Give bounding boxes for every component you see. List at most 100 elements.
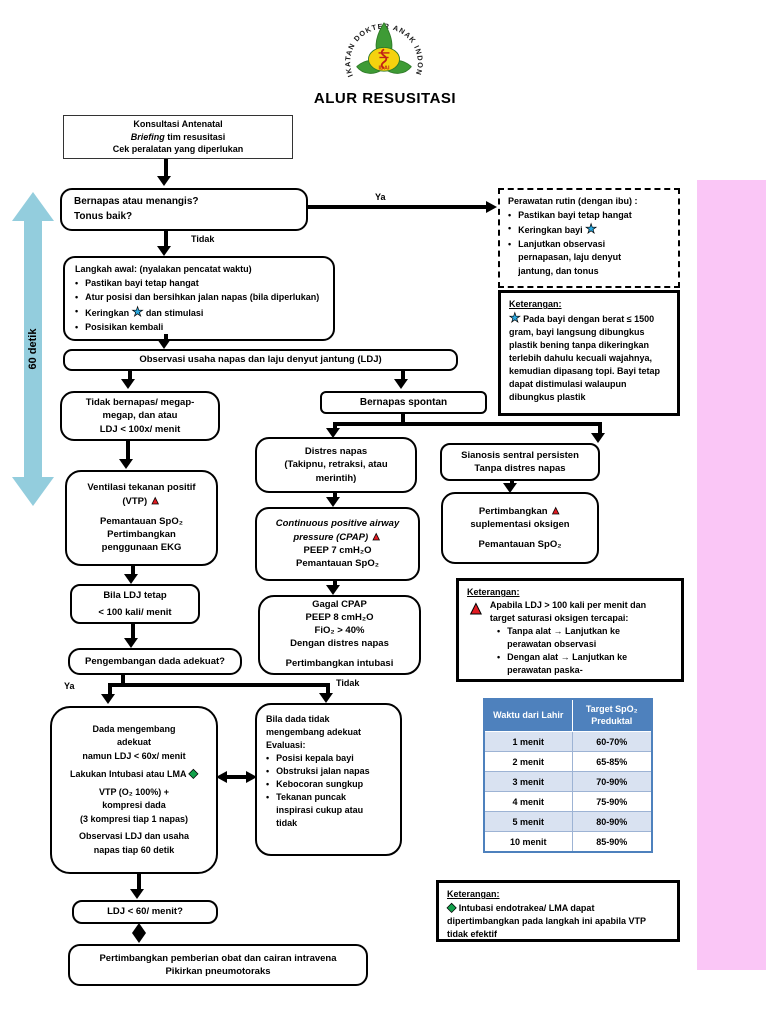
arrowhead xyxy=(157,246,171,256)
connector xyxy=(137,874,141,891)
arrowhead xyxy=(101,694,115,704)
arrowhead xyxy=(326,428,340,438)
box-vtp: Ventilasi tekanan positif (VTP) ▲ Pemant… xyxy=(65,470,218,566)
star-icon: ★ xyxy=(131,303,144,319)
connector xyxy=(225,775,249,779)
triangle-icon: ▲ xyxy=(149,494,161,507)
arrowhead xyxy=(246,771,257,783)
box-ldj-60: LDJ < 60/ menit? xyxy=(72,900,218,924)
svg-text:IDAI: IDAI xyxy=(379,65,390,71)
connector xyxy=(128,371,132,381)
box-konsultasi-antenatal: Konsultasi Antenatal Briefing tim resusi… xyxy=(63,115,293,159)
arrowhead xyxy=(132,933,146,943)
legend-triangle: Keterangan: ▲Apabila LDJ > 100 kali per … xyxy=(456,578,684,682)
legend-diamond: Keterangan: ◆ Intubasi endotrakea/ LMA d… xyxy=(436,880,680,942)
connector xyxy=(126,441,130,460)
arrowhead xyxy=(157,176,171,186)
label-tidak: Tidak xyxy=(336,678,360,688)
bullet-icon: • xyxy=(75,277,79,288)
box-pengembangan-dada: Pengembangan dada adekuat? xyxy=(68,648,242,675)
arrowhead xyxy=(326,497,340,507)
box-observasi: Observasi usaha napas dan laju denyut ja… xyxy=(63,349,458,371)
bullet-icon: • xyxy=(75,291,79,302)
box-sianosis: Sianosis sentral persisten Tanpa distres… xyxy=(440,443,600,481)
arrowhead xyxy=(119,459,133,469)
triangle-icon: ▲ xyxy=(467,598,486,619)
arrow-up-icon xyxy=(12,192,54,221)
box-bernapas-menangis: Bernapas atau menangis? Tonus baik? xyxy=(60,188,308,231)
star-icon: ★ xyxy=(509,310,521,326)
box-tidak-bernapas: Tidak bernapas/ megap- megap, dan atau L… xyxy=(60,391,220,441)
arrowhead xyxy=(591,433,605,443)
connector xyxy=(164,334,168,340)
bullet-icon: • xyxy=(497,652,501,663)
spo2-target-table: Waktu dari Lahir Target SpO₂ Preduktal 1… xyxy=(483,698,653,854)
box-dada-tidak-mengembang: Bila dada tidak mengembang adekuat Evalu… xyxy=(255,703,402,856)
arrowhead xyxy=(394,379,408,389)
arrowhead xyxy=(121,379,135,389)
box-distres-napas: Distres napas (Takipnu, retraksi, atau m… xyxy=(255,437,417,493)
box-bernapas-spontan: Bernapas spontan xyxy=(320,391,487,414)
bullet-icon: • xyxy=(266,766,270,777)
connector xyxy=(131,624,135,640)
bullet-icon: • xyxy=(266,792,270,803)
arrowhead xyxy=(130,889,144,899)
connector xyxy=(326,685,330,694)
arrowhead xyxy=(157,339,171,349)
box-bila-ldj: Bila LDJ tetap < 100 kali/ menit xyxy=(70,584,200,624)
connector xyxy=(333,424,337,429)
connector xyxy=(121,675,125,685)
diamond-icon: ◆ xyxy=(188,766,198,781)
triangle-icon: ▲ xyxy=(550,504,562,517)
connector xyxy=(333,493,337,498)
box-obat-cairan: Pertimbangkan pemberian obat dan cairan … xyxy=(68,944,368,986)
bullet-icon: • xyxy=(508,223,512,233)
table-header-row: Waktu dari Lahir Target SpO₂ Preduktal xyxy=(483,698,653,733)
triangle-icon: ▲ xyxy=(370,530,382,543)
bullet-icon: • xyxy=(75,305,79,316)
bullet-icon: • xyxy=(266,753,270,764)
bullet-icon: • xyxy=(497,626,501,637)
box-cpap: Continuous positive airway pressure (CPA… xyxy=(255,507,420,581)
bullet-icon: • xyxy=(508,238,512,249)
arrow-down-icon xyxy=(12,477,54,506)
bullet-icon: • xyxy=(266,779,270,790)
diamond-icon: ◆ xyxy=(447,900,457,915)
connector xyxy=(333,422,602,426)
box-suplementasi-oksigen: Pertimbangkan ▲ suplementasi oksigen Pem… xyxy=(441,492,599,564)
connector xyxy=(401,371,405,381)
arrowhead xyxy=(124,574,138,584)
arrowhead xyxy=(503,483,517,493)
star-icon: ★ xyxy=(585,221,597,236)
arrowhead xyxy=(124,638,138,648)
connector xyxy=(308,205,488,209)
arrowhead xyxy=(326,585,340,595)
connector xyxy=(401,414,405,424)
legend-star: Keterangan: ★ Pada bayi dengan berat ≤ 1… xyxy=(498,290,680,416)
bullet-icon: • xyxy=(75,321,79,332)
connector xyxy=(108,685,112,695)
logo-center xyxy=(368,46,400,72)
connector xyxy=(164,231,168,247)
connector xyxy=(598,424,602,434)
box-perawatan-rutin: Perawatan rutin (dengan ibu) : •Pastikan… xyxy=(498,188,680,288)
pink-sidebar xyxy=(697,180,766,970)
arrowhead xyxy=(486,201,497,213)
timer-60s-arrow: 60 detik xyxy=(12,192,54,506)
box-dada-mengembang: Dada mengembang adekuat namun LDJ < 60x/… xyxy=(50,706,218,874)
connector xyxy=(131,566,135,576)
box-langkah-awal: Langkah awal: (nyalakan pencatat waktu) … xyxy=(63,256,335,341)
timer-label: 60 detik xyxy=(27,328,39,370)
connector xyxy=(333,581,337,586)
connector xyxy=(108,683,330,687)
arrowhead xyxy=(216,771,227,783)
idai-logo: IKATAN DOKTER ANAK INDONESIA IDAI xyxy=(337,10,424,78)
label-tidak: Tidak xyxy=(191,234,215,244)
